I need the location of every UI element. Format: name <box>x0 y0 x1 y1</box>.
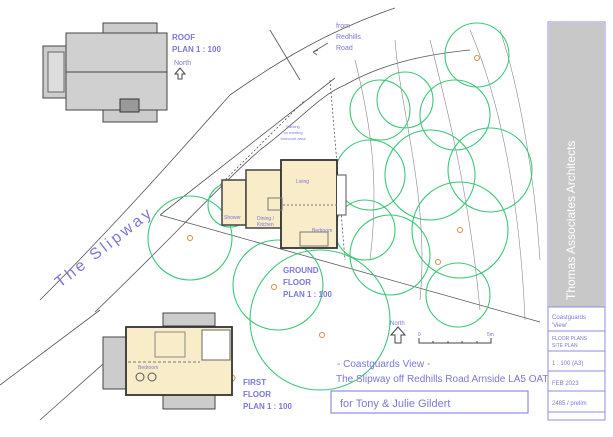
road-note-2: Redhills <box>336 34 361 41</box>
tb-drawing: FLOOR PLANS <box>552 336 588 342</box>
first-floor-plan <box>102 312 233 410</box>
road-lines <box>0 7 541 421</box>
room-label-shower: Shower <box>224 215 241 221</box>
ground-floor-plan <box>221 159 347 249</box>
north-arrow-icon <box>173 67 187 80</box>
road-note-1: from <box>336 23 350 30</box>
site-north-label: North <box>390 321 405 327</box>
tb-drawing-no: 2485 / prelim <box>552 401 587 407</box>
room-label-kitchen: Kitchen <box>257 222 274 228</box>
project-address: The Slipway off Redhills Road Arnside LA… <box>336 374 549 385</box>
first-floor-scale: PLAN 1 : 100 <box>243 402 292 411</box>
client-name: for Tony & Julie Gildert <box>340 398 450 410</box>
parking-note: forecourt area <box>281 136 307 141</box>
project-name: - Coastguards View - <box>337 359 430 370</box>
room-label-living: Living <box>296 179 309 185</box>
tb-drawing: SITE PLAN <box>552 343 578 349</box>
ground-floor-scale: PLAN 1 : 100 <box>283 290 332 299</box>
roof-plan-scale: PLAN 1 : 100 <box>172 45 221 54</box>
ground-floor-title: GROUND <box>283 266 319 275</box>
first-floor-title: FIRST <box>243 378 266 387</box>
firm-name: Thomas Associates Architects <box>564 141 578 300</box>
arrow-icon <box>312 42 329 56</box>
room-label-bedroom: Bedroom <box>312 228 332 234</box>
scale-bar <box>418 338 492 344</box>
roof-plan-title: ROOF <box>172 33 195 42</box>
ground-floor-title: FLOOR <box>283 278 311 287</box>
trees <box>147 22 533 391</box>
scale-end-label: 5m <box>487 332 494 338</box>
tb-scale: 1 : 100 (A3) <box>552 361 583 367</box>
road-note-3: Road <box>336 45 353 52</box>
title-block <box>547 21 606 421</box>
parking-note: on existing <box>283 130 302 135</box>
north-arrow-icon <box>389 326 407 344</box>
street-name: The Slipway <box>52 204 157 291</box>
roof-plan <box>42 22 168 123</box>
parking-note: Parking <box>286 124 300 129</box>
scale-start-label: 0 <box>418 332 421 338</box>
tb-project: 'View' <box>552 323 567 329</box>
tb-project: Coastguards <box>552 315 586 321</box>
first-floor-title: FLOOR <box>243 390 271 399</box>
room-label-bedroom-first: Bedroom <box>138 365 158 371</box>
roof-north-label: North <box>174 60 191 67</box>
room-label-dining: Dining / <box>257 216 275 222</box>
client-box <box>330 390 529 414</box>
tb-date: FEB 2023 <box>552 381 579 387</box>
